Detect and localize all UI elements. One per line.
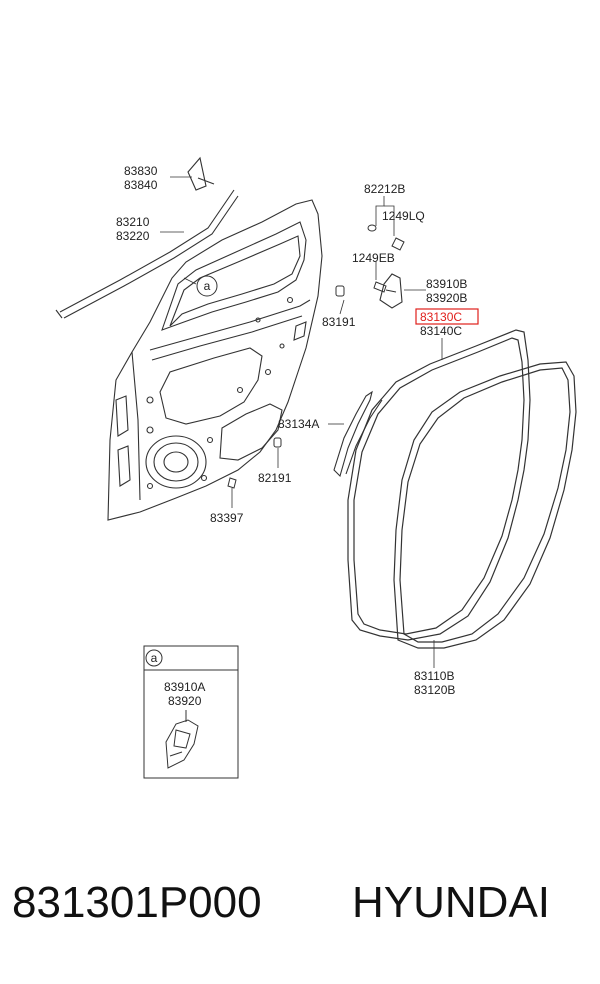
label-83140C: 83140C xyxy=(420,324,462,338)
label-83920B: 83920B xyxy=(426,291,467,305)
glass-run-strip xyxy=(55,189,239,319)
label-83220: 83220 xyxy=(116,229,150,243)
label-83120B: 83120B xyxy=(414,683,455,697)
leader-lines xyxy=(160,176,443,668)
label-83134A: 83134A xyxy=(278,417,319,431)
fasteners xyxy=(227,224,405,489)
label-83210: 83210 xyxy=(116,215,150,229)
corner-trim-part xyxy=(379,273,403,309)
part-number-caption: 831301P000 xyxy=(12,878,262,927)
inset-detail-a: a 83910A 83920 xyxy=(143,645,239,779)
label-83191: 83191 xyxy=(322,315,356,329)
label-83920: 83920 xyxy=(168,694,202,708)
label-83130C-highlighted: 83130C xyxy=(420,310,462,324)
belt-moulding-83134A xyxy=(333,390,383,478)
label-83830: 83830 xyxy=(124,164,158,178)
label-83840: 83840 xyxy=(124,178,158,192)
inset-trim-part xyxy=(165,710,199,769)
brand-caption: HYUNDAI xyxy=(352,878,551,927)
label-83910B: 83910B xyxy=(426,277,467,291)
label-82191: 82191 xyxy=(258,471,292,485)
door-weatherstrip-83130C xyxy=(393,361,577,649)
label-1249EB: 1249EB xyxy=(352,251,395,265)
label-82212B: 82212B xyxy=(364,182,405,196)
door-panel-drawing xyxy=(107,199,323,521)
callout-a: a xyxy=(196,275,218,297)
inset-a-label: a xyxy=(151,651,158,665)
callout-a-label: a xyxy=(204,279,211,293)
label-1249LQ: 1249LQ xyxy=(382,209,425,223)
part-labels: 83830 83840 83210 83220 82212B 1249LQ 12… xyxy=(116,164,479,697)
label-83910A: 83910A xyxy=(164,680,205,694)
label-83397: 83397 xyxy=(210,511,244,525)
body-side-weatherstrip xyxy=(347,329,531,641)
highlight-box xyxy=(415,308,479,325)
label-83110B: 83110B xyxy=(414,669,454,683)
delta-cover-part xyxy=(187,156,215,191)
